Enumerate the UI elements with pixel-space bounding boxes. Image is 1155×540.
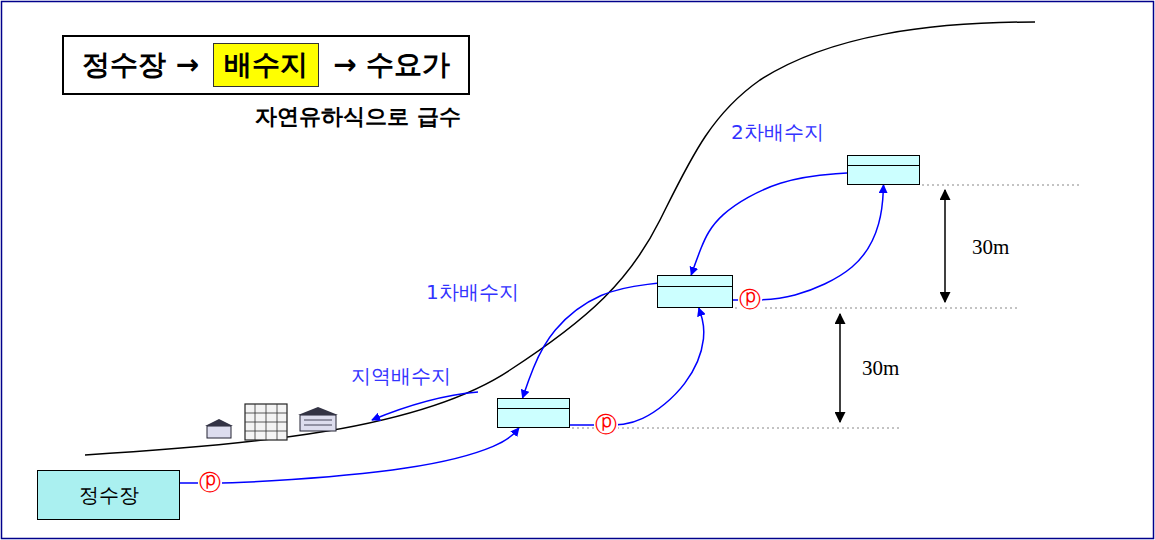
reservoir-tank: 2차배수지 [847,155,920,185]
reservoir-tank: 1차배수지 [657,275,733,308]
flow-arrow [570,308,704,425]
node-text: 배수지 [224,48,308,81]
level-line [572,427,900,428]
water-level [848,165,919,166]
flow-arrow [691,173,847,275]
water-level [498,408,569,409]
pump-symbol: ⓟ [594,414,618,436]
connectors [180,173,884,483]
dimension-label: 30m [862,358,899,379]
node-text: → 수요가 [333,46,450,84]
level-line [922,184,1080,185]
water-level [658,286,732,287]
flow-arrow [733,185,884,300]
node-text: 정수장 → [82,46,199,84]
dimension-arrow [839,314,841,422]
note-text: 자연유하식으로 급수 [255,106,461,128]
level-line [735,307,1020,308]
tank-name: 지역배수지 [351,363,451,390]
tank-name: 1차배수지 [426,279,519,306]
pump-symbol: ⓟ [738,289,762,311]
hill-slope [85,22,1035,455]
node-text: 정수장 [79,482,139,509]
reservoir-tank: 지역배수지 [497,398,570,428]
supply-arrow [372,392,478,420]
dimension-arrow [944,190,946,302]
pump-symbol: ⓟ [198,472,222,494]
highlight-box: 배수지 [213,43,319,87]
treatment-plant-box: 정수장 [37,470,180,520]
level-lines [572,185,1080,428]
flow-summary-box: 정수장 → → 수요가 배수지 [62,35,470,95]
dimension-label: 30m [972,237,1009,258]
tank-name: 2차배수지 [731,119,824,146]
flow-arrow [180,428,519,483]
flow-arrow [523,283,657,398]
buildings [205,404,338,440]
